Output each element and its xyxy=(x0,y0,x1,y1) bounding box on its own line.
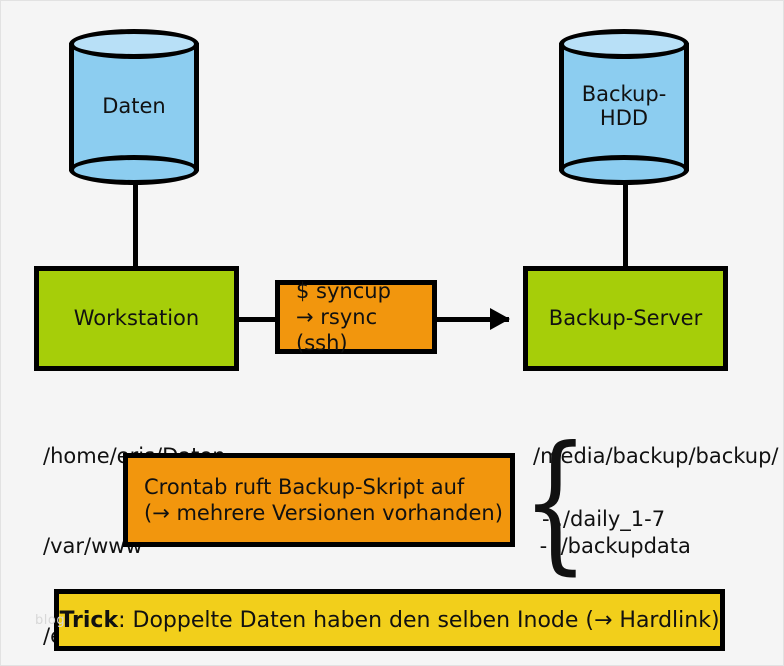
cylinder-body xyxy=(559,43,689,171)
connector-daten-to-workstation xyxy=(133,185,138,269)
cylinder-top-ellipse xyxy=(559,29,689,59)
cylinder-body xyxy=(69,43,199,171)
versioned-path-item: - ./daily_1-7 xyxy=(542,507,666,531)
workstation-box: Workstation xyxy=(34,266,239,371)
cylinder-bottom-ellipse xyxy=(559,155,689,185)
connector-hdd-to-backupserver xyxy=(623,185,628,269)
cylinder-top-ellipse xyxy=(69,29,199,59)
syncup-box: $ syncup → rsync (ssh) xyxy=(275,278,437,356)
syncup-box-label: $ syncup → rsync (ssh) xyxy=(296,278,391,356)
backup-hdd-cylinder: Backup- HDD xyxy=(559,29,689,185)
watermark-text: blog xyxy=(35,613,66,628)
crontab-box: Crontab ruft Backup-Skript auf (→ mehrer… xyxy=(123,453,515,547)
backup-server-box: Backup-Server xyxy=(523,266,728,371)
arrowhead-icon xyxy=(490,308,510,330)
grouping-brace-icon: { xyxy=(522,415,589,589)
connector-syncup-to-backupserver xyxy=(435,317,509,322)
backup-server-box-label: Backup-Server xyxy=(548,306,703,331)
backup-path-item: /media/backup/backup/ xyxy=(533,444,779,468)
crontab-box-label: Crontab ruft Backup-Skript auf (→ mehrer… xyxy=(144,474,503,525)
trick-box-prefix: Trick xyxy=(59,607,119,633)
trick-box-text: : Doppelte Daten haben den selben Inode … xyxy=(118,607,720,633)
workstation-box-label: Workstation xyxy=(73,306,200,331)
connector-workstation-to-syncup xyxy=(237,317,277,322)
cylinder-bottom-ellipse xyxy=(69,155,199,185)
backup-path-list: /media/backup/backup/ - ./backupdata xyxy=(533,381,779,621)
trick-box-label: Trick: Doppelte Daten haben den selben I… xyxy=(59,608,719,633)
trick-box: Trick: Doppelte Daten haben den selben I… xyxy=(54,589,725,651)
backup-hdd-cylinder-label: Backup- HDD xyxy=(581,82,667,130)
backup-path-item: - ./backupdata xyxy=(533,534,691,558)
daten-cylinder: Daten xyxy=(69,29,199,185)
daten-cylinder-label: Daten xyxy=(102,94,166,119)
